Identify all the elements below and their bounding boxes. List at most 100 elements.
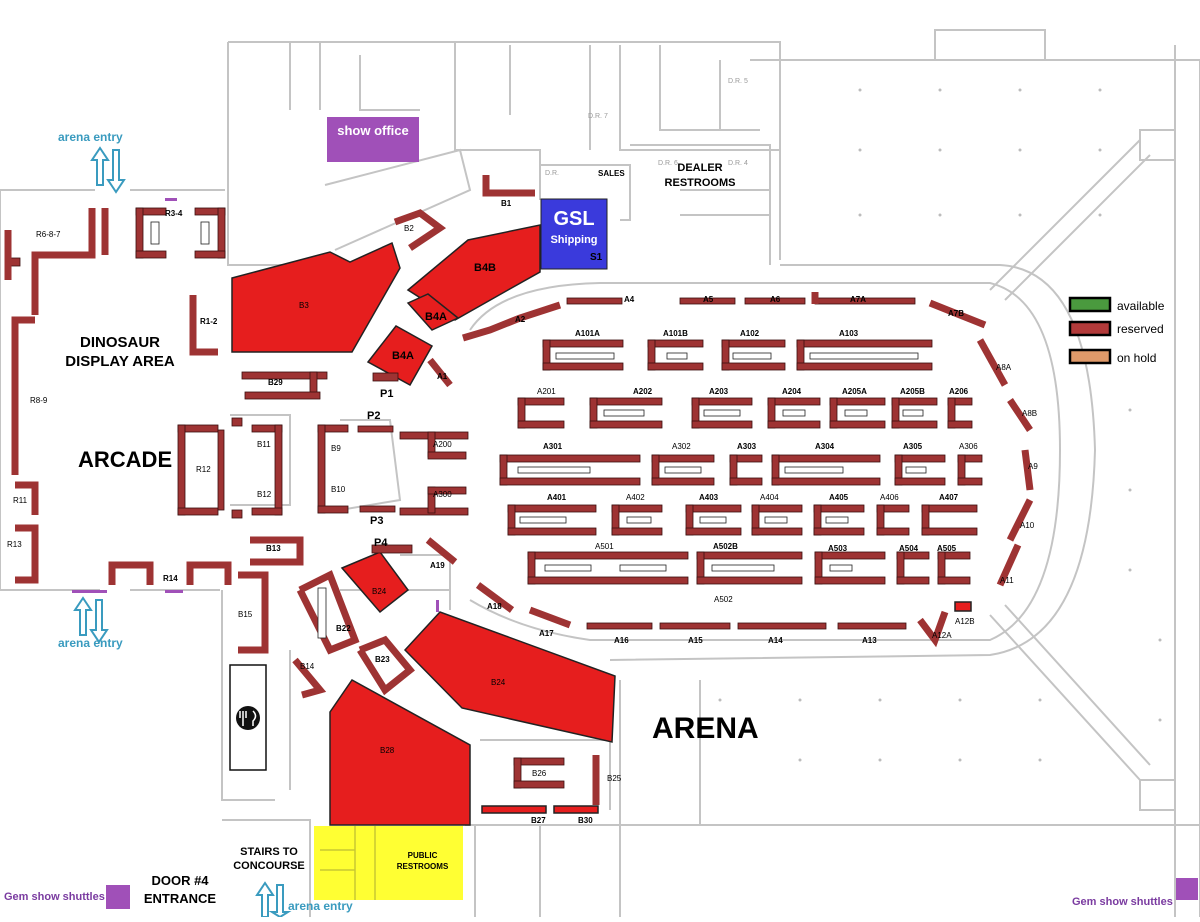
- display-case: [782, 409, 806, 417]
- booth-label: A205B: [900, 387, 925, 396]
- display-case: [664, 466, 702, 474]
- dealer-restrooms-label: DEALER RESTROOMS: [664, 162, 736, 189]
- booth-marker-blue-top: [231, 417, 243, 427]
- booth-b23: [357, 635, 415, 696]
- booth-a18: [475, 582, 515, 613]
- booth-label: A202: [633, 387, 653, 396]
- booth-b14: [292, 657, 327, 699]
- booth-a501: [527, 576, 689, 585]
- booth-a8a: [976, 338, 1009, 387]
- booth-b9-b10: [317, 505, 349, 514]
- booth-label: A300: [433, 490, 452, 499]
- booth-label: B15: [238, 610, 253, 619]
- booth-b11-b12: [274, 424, 283, 516]
- dr-label: D.R. 5: [728, 78, 748, 85]
- display-case: [317, 587, 327, 639]
- booth-b26: [513, 757, 565, 766]
- booth-label: A18: [487, 602, 502, 611]
- booth-a302: [651, 454, 715, 463]
- booth-a205a: [829, 420, 886, 429]
- booth-label: A16: [614, 636, 629, 645]
- booth-label: A101A: [575, 329, 600, 338]
- booth-label: A505: [937, 544, 957, 553]
- booth-label: B24: [372, 587, 387, 596]
- booth-label: R6-8-7: [36, 230, 61, 239]
- booth-a404: [751, 504, 803, 513]
- booth-label: A303: [737, 442, 757, 451]
- booth-label: B2: [404, 224, 414, 233]
- booth-a206: [947, 420, 973, 429]
- booth-label: A403: [699, 493, 719, 502]
- booth-label: B22: [336, 624, 351, 633]
- booth-label: A11: [1000, 576, 1014, 585]
- booth-label: A404: [760, 493, 779, 502]
- arcade-label: ARCADE: [78, 447, 173, 472]
- booth-a102: [721, 362, 786, 371]
- booth-label: A7B: [948, 309, 965, 318]
- booth-b29: [241, 371, 328, 380]
- display-case: [626, 516, 652, 524]
- entry-arrows: [73, 146, 292, 919]
- booth-label: A12B: [955, 617, 975, 626]
- booth-label: B28: [380, 746, 395, 755]
- booth-a17: [528, 606, 572, 629]
- booth-a404: [751, 527, 803, 536]
- arena-label: ARENA: [652, 712, 759, 745]
- dinosaur-display-label: DINOSAUR DISPLAY AREA: [65, 334, 175, 370]
- booth-a16: [586, 622, 653, 630]
- display-case: [517, 466, 591, 474]
- booth-p4: [371, 544, 413, 554]
- booth-a305: [894, 454, 946, 463]
- booth-r12-inner: [217, 429, 225, 511]
- booth-a406: [876, 527, 910, 536]
- booth-label: A502B: [713, 542, 738, 551]
- booth-a203: [691, 420, 753, 429]
- shuttle-label-right: Gem show shuttles: [1072, 896, 1173, 908]
- booth-label: A19: [430, 561, 445, 570]
- booth-r14-left: [108, 561, 154, 585]
- display-case: [902, 409, 924, 417]
- booth-a15: [659, 622, 731, 630]
- door4-label: DOOR #4 ENTRANCE: [143, 873, 217, 906]
- booth-a407: [921, 504, 978, 513]
- shuttle-marker-left: [106, 885, 130, 909]
- booth-r3-4: [135, 207, 144, 259]
- legend-swatch-available: [1068, 296, 1112, 313]
- booth-a301: [499, 454, 641, 463]
- legend-available-label: available: [1117, 299, 1165, 313]
- shuttle-marker-right: [1176, 878, 1198, 900]
- booth-b26: [513, 780, 565, 789]
- arena-entry-label-mid: arena entry: [58, 636, 123, 650]
- booth-label: A9: [1028, 462, 1038, 471]
- area-b3: [231, 241, 401, 353]
- booth-a8b: [1007, 398, 1033, 432]
- booth-a103: [796, 339, 933, 348]
- booth-p3: [359, 505, 396, 513]
- booth-label: A501: [595, 542, 614, 551]
- area-b24-large: [403, 611, 616, 743]
- booth-b29: [244, 391, 321, 400]
- booth-r6-8-7: [31, 208, 96, 315]
- booth-a101b: [647, 362, 704, 371]
- booth-label: B4B: [474, 262, 497, 274]
- booth-p2: [357, 425, 394, 433]
- booth-a403: [685, 504, 742, 513]
- booth-a10: [1006, 498, 1034, 542]
- booth-label: A301: [543, 442, 563, 451]
- booth-a4: [566, 297, 623, 305]
- booth-label: B10: [331, 485, 346, 494]
- booth-a305: [894, 477, 946, 486]
- food-icon-utensils: [239, 710, 257, 726]
- booth-a401: [507, 504, 597, 513]
- display-case: [519, 516, 567, 524]
- restroom-walls: [320, 826, 376, 900]
- booth-label: A103: [839, 329, 859, 338]
- dr-label: D.R.: [545, 170, 559, 177]
- booth-label: B30: [578, 816, 593, 825]
- booth-label: A201: [537, 387, 556, 396]
- booth-a203: [691, 397, 753, 406]
- display-case: [809, 352, 919, 360]
- gsl-shipping-area: [540, 198, 608, 270]
- shuttle-label-left: Gem show shuttles: [4, 891, 105, 903]
